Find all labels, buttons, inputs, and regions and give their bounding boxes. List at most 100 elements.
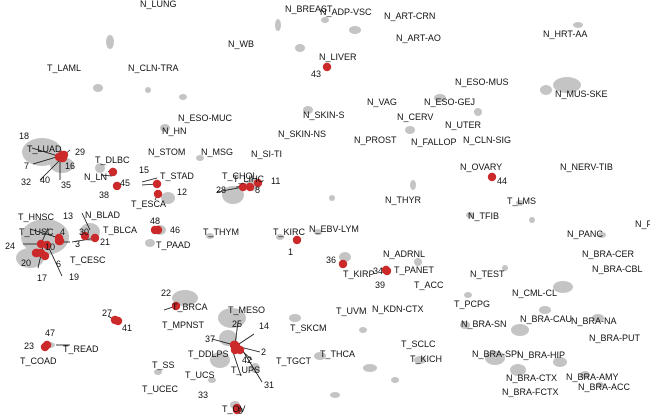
sample-number-18: 18 xyxy=(19,131,29,141)
sample-number-16: 16 xyxy=(65,161,75,171)
sample-number-1: 1 xyxy=(288,247,293,257)
sample-point-21 xyxy=(90,233,100,243)
sample-point-22 xyxy=(171,301,181,311)
tissue-label-t-ucs: T_UCS xyxy=(185,370,215,380)
tissue-label-n-bra-fctx: N_BRA-FCTX xyxy=(502,387,559,397)
sample-point-10 xyxy=(42,240,52,250)
tissue-label-n-art-ao: N_ART-AO xyxy=(396,33,441,43)
tissue-label-n-bra-hip: N_BRA-HIP xyxy=(517,350,565,360)
tissue-label-t-uvm: T_UVM xyxy=(336,306,367,316)
tissue-label-n-blad: N_BLAD xyxy=(85,210,121,220)
sample-number-15: 15 xyxy=(139,165,149,175)
sample-number-2: 2 xyxy=(261,347,266,357)
tissue-label-n-bra-cer: N_BRA-CER xyxy=(582,249,635,259)
tissue-label-t-panet: T_PANET xyxy=(394,265,434,275)
tissue-label-n-bra-cbl: N_BRA-CBL xyxy=(592,264,643,274)
sample-point-41 xyxy=(113,316,123,326)
sample-number-44: 44 xyxy=(497,176,507,186)
tissue-label-n-vag: N_VAG xyxy=(367,97,397,107)
sample-number-21: 21 xyxy=(100,237,110,247)
tissue-label-n-bra-ctx: N_BRA-CTX xyxy=(506,373,557,383)
tissue-label-n-eso-mus: N_ESO-MUS xyxy=(455,77,509,87)
tissue-label-t-mpnst: T_MPNST xyxy=(162,320,205,330)
sample-number-13: 13 xyxy=(63,211,73,221)
sample-number-3: 3 xyxy=(75,239,80,249)
sample-point-38 xyxy=(112,181,122,191)
leader-line xyxy=(141,177,158,183)
sample-point-15 xyxy=(152,179,162,189)
tissue-label-n-art-crn: N_ART-CRN xyxy=(384,11,435,21)
leader-line xyxy=(39,157,63,181)
tissue-label-n-eso-muc: N_ESO-MUC xyxy=(178,113,233,123)
tissue-label-t-coad: T_COAD xyxy=(20,356,57,366)
sample-point-8 xyxy=(245,182,255,192)
tissue-label-t-kich: T_KICH xyxy=(410,354,442,364)
tissue-label-n-bra-cau: N_BRA-CAU xyxy=(520,314,572,324)
tissue-label-t-kirc: T_KIRC xyxy=(273,227,306,237)
sample-point-39 xyxy=(382,266,392,276)
tissue-label-n-prost: N_PROST xyxy=(354,135,397,145)
sample-number-23: 23 xyxy=(24,341,34,351)
tissue-label-n-nerv-tib: N_NERV-TIB xyxy=(560,162,613,172)
tissue-label-t-tgct: T_TGCT xyxy=(276,356,312,366)
tissue-label-t-ucec: T_UCEC xyxy=(142,384,179,394)
sample-point-12 xyxy=(153,189,163,199)
sample-point-48 xyxy=(150,225,160,235)
tissue-label-n-bra-acc: N_BRA-ACC xyxy=(578,382,631,392)
tissue-label-t-luad: T_LUAD xyxy=(27,144,62,154)
tissue-label-t-brca: T_BRCA xyxy=(172,302,208,312)
sample-number-27: 27 xyxy=(102,308,112,318)
tissue-label-n-breast: N_BREAST xyxy=(285,4,333,14)
tissue-label-t-ups: T_UPS xyxy=(231,365,260,375)
tissue-label-n-pit: N_PIT xyxy=(635,219,650,229)
sample-point-28 xyxy=(238,182,248,192)
tissue-label-n-bra-put: N_BRA-PUT xyxy=(589,333,641,343)
sample-number-24: 24 xyxy=(5,241,15,251)
sample-number-39: 39 xyxy=(375,280,385,290)
tissue-label-n-bra-spi: N_BRA-SPI xyxy=(472,349,520,359)
sample-number-10: 10 xyxy=(45,242,55,252)
tissue-label-t-ddlps: T_DDLPS xyxy=(188,349,229,359)
tissue-label-t-hnsc: T_HNSC xyxy=(18,212,55,222)
tissue-label-t-ss: T_SS xyxy=(152,360,175,370)
tissue-label-t-thym: T_THYM xyxy=(203,227,239,237)
tissue-label-n-fallop: N_FALLOP xyxy=(411,137,457,147)
sample-number-48: 48 xyxy=(150,216,160,226)
tissue-label-t-paad: T_PAAD xyxy=(156,240,191,250)
sample-number-43: 43 xyxy=(311,69,321,79)
tissue-label-t-laml: T_LAML xyxy=(47,63,81,73)
sample-number-8: 8 xyxy=(255,185,260,195)
tissue-label-n-si-ti: N_SI-TI xyxy=(251,149,282,159)
sample-point-3 xyxy=(55,236,65,246)
leader-line xyxy=(31,147,59,157)
sample-number-29: 29 xyxy=(75,147,85,157)
tissue-label-n-eso-gej: N_ESO-GEJ xyxy=(424,97,475,107)
tissue-label-t-blca: T_BLCA xyxy=(103,225,137,235)
tissue-label-t-thca: T_THCA xyxy=(320,349,355,359)
sample-point-45 xyxy=(108,167,118,177)
sample-number-45: 45 xyxy=(120,178,130,188)
tissue-label-t-pcpg: T_PCPG xyxy=(454,299,490,309)
leader-line xyxy=(242,350,263,383)
sample-point-1 xyxy=(292,235,302,245)
sample-number-47: 47 xyxy=(45,328,55,338)
sample-number-22: 22 xyxy=(161,288,171,298)
sample-number-17: 17 xyxy=(37,273,47,283)
tissue-label-t-acc: T_ACC xyxy=(414,280,444,290)
leader-line xyxy=(100,174,113,177)
tissue-label-t-meso: T_MESO xyxy=(228,305,265,315)
tissue-label-t-dlbc: T_DLBC xyxy=(95,155,130,165)
sample-point-9 xyxy=(232,405,242,415)
leader-line xyxy=(216,186,244,193)
tissue-label-t-skcm: T_SKCM xyxy=(290,323,327,333)
sample-number-30: 30 xyxy=(79,227,89,237)
sample-number-42: 42 xyxy=(242,355,252,365)
tissue-label-n-uter: N_UTER xyxy=(445,120,482,130)
leader-line xyxy=(47,245,63,277)
tissue-label-n-cml-cl: N_CML-CL xyxy=(512,288,557,298)
leader-line xyxy=(81,212,91,231)
tissue-label-n-stom: N_STOM xyxy=(148,147,185,157)
tissue-label-t-cesc: T_CESC xyxy=(70,255,106,265)
